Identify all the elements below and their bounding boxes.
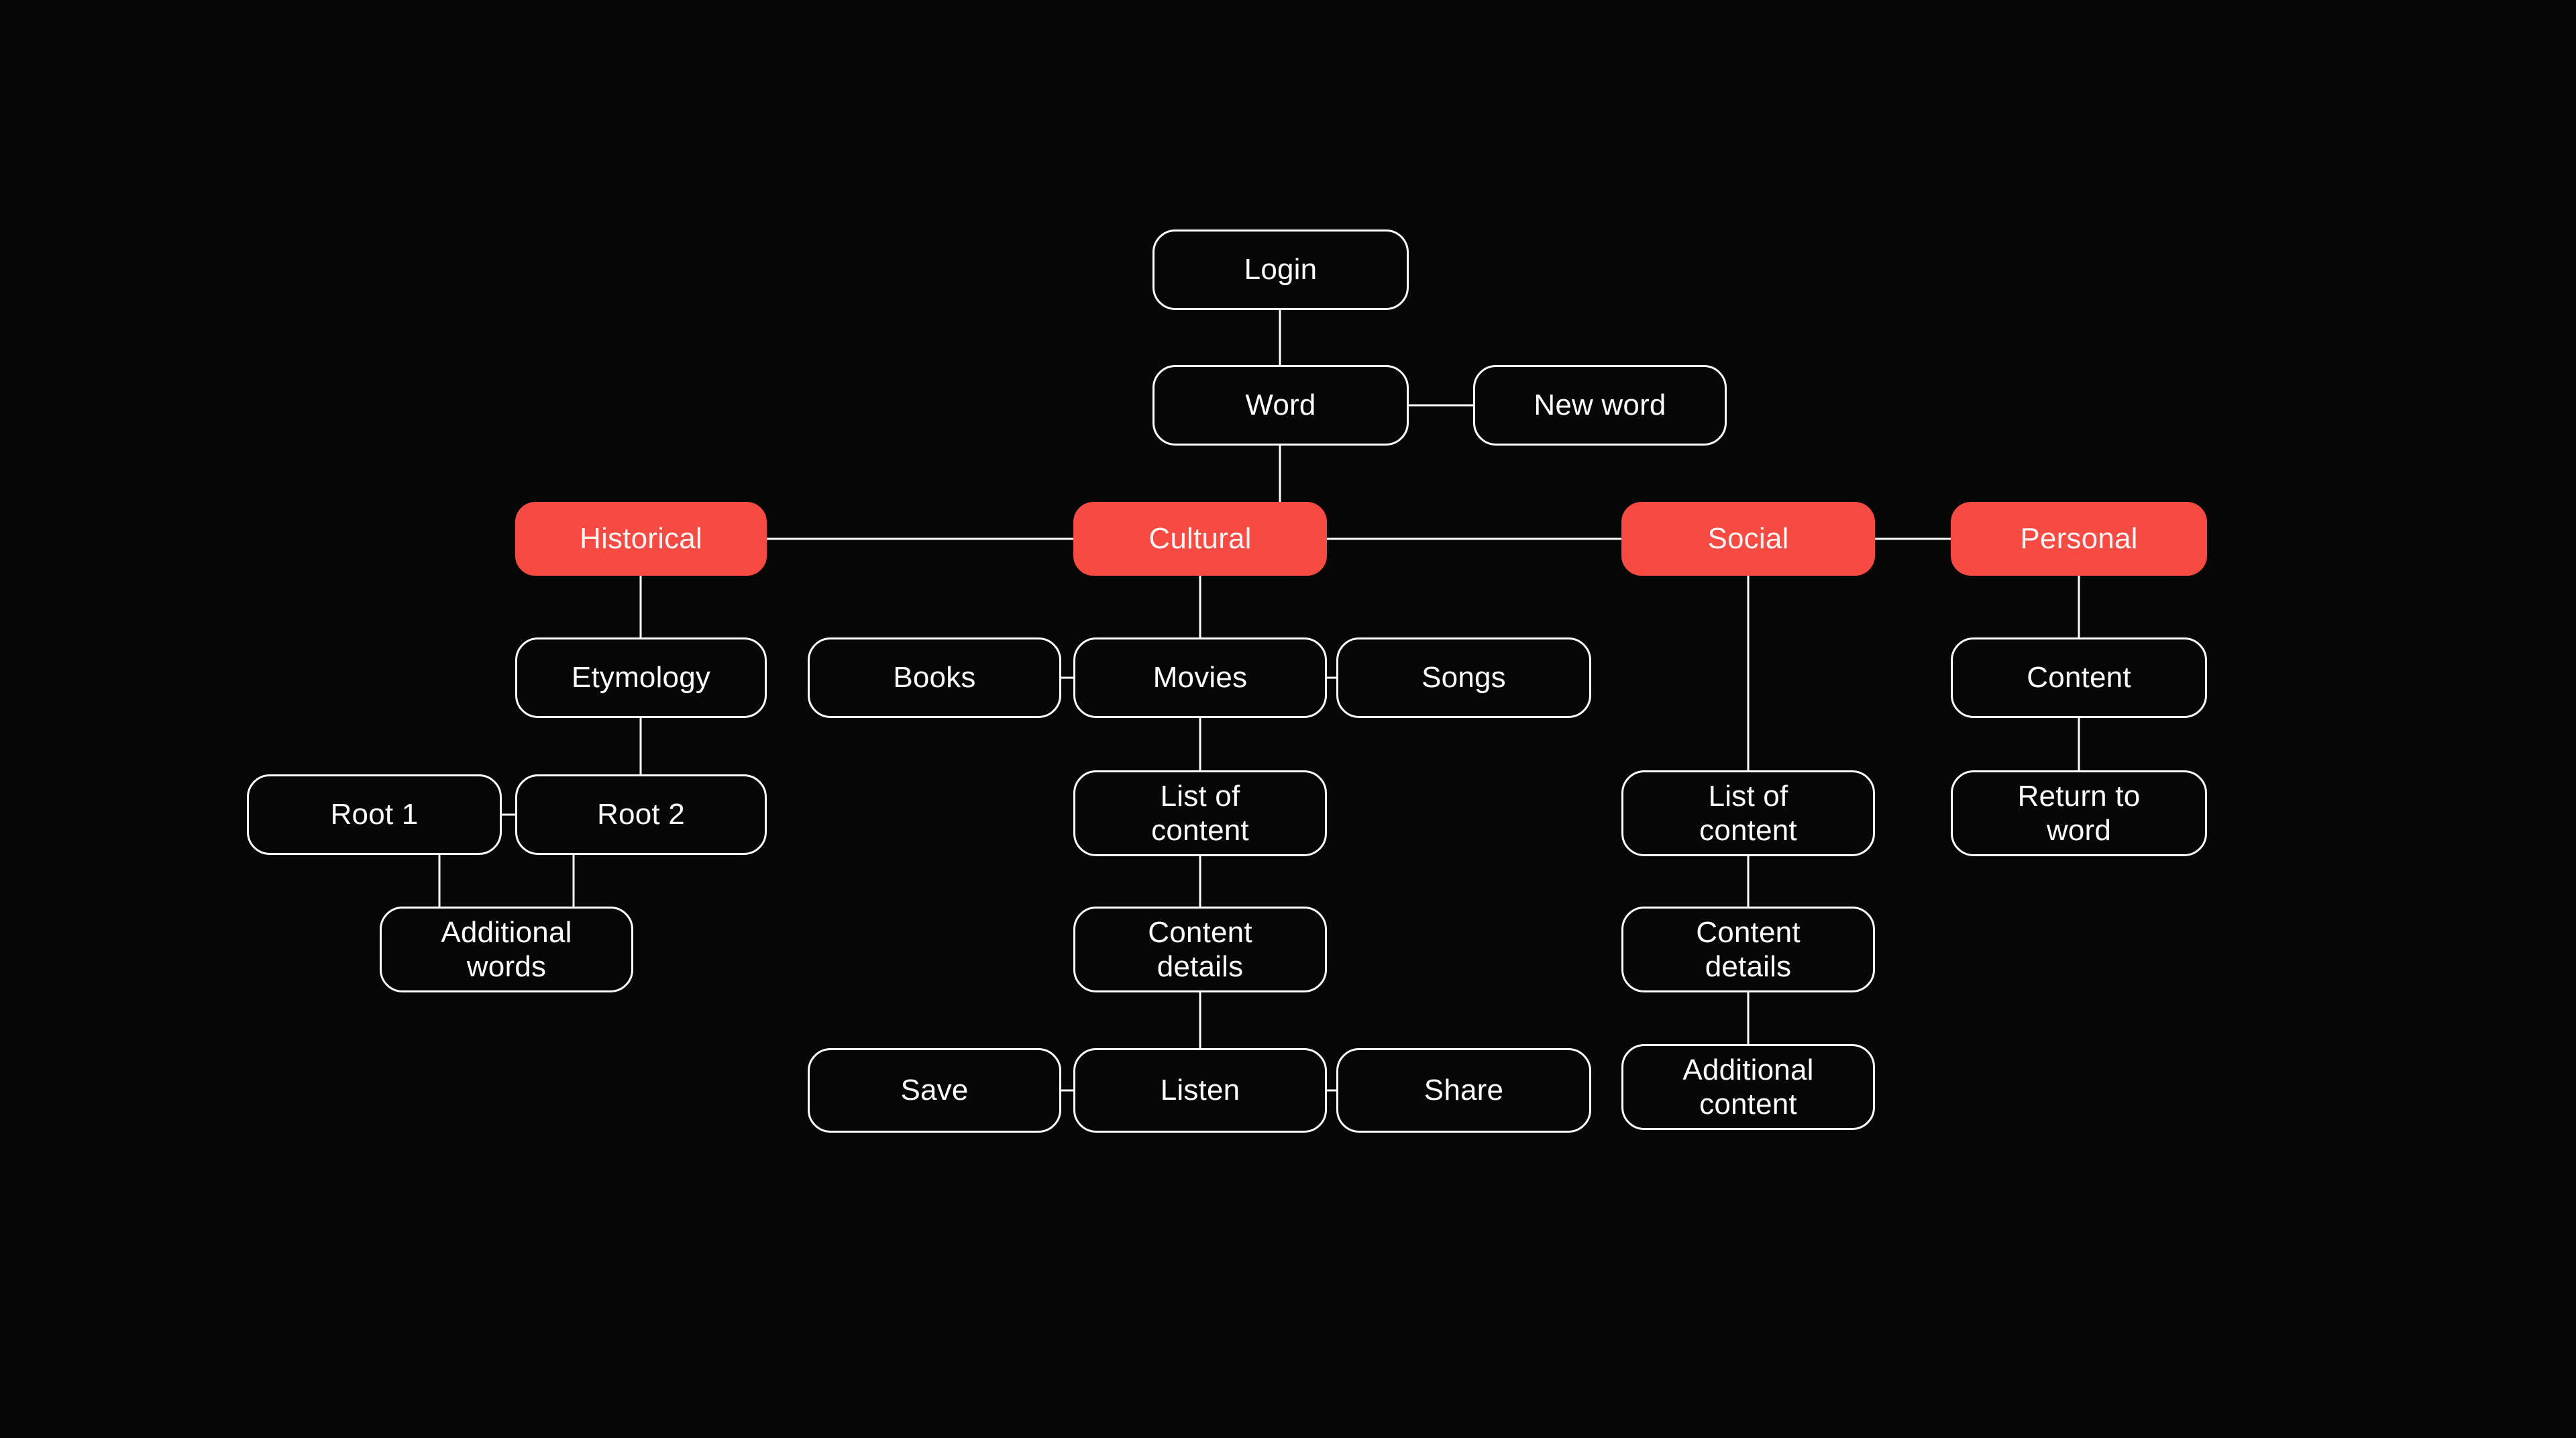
node-share[interactable]: Share xyxy=(1336,1048,1591,1133)
node-additional-words[interactable]: Additional words xyxy=(380,907,633,992)
node-personal[interactable]: Personal xyxy=(1951,502,2207,576)
node-save[interactable]: Save xyxy=(808,1048,1061,1133)
node-list-of-content-s[interactable]: List of content xyxy=(1621,770,1875,856)
node-listen[interactable]: Listen xyxy=(1073,1048,1327,1133)
node-cultural[interactable]: Cultural xyxy=(1073,502,1327,576)
node-content-personal[interactable]: Content xyxy=(1951,637,2207,718)
node-content-details-c[interactable]: Content details xyxy=(1073,907,1327,992)
node-new-word[interactable]: New word xyxy=(1473,365,1727,446)
node-movies[interactable]: Movies xyxy=(1073,637,1327,718)
node-books[interactable]: Books xyxy=(808,637,1061,718)
node-login[interactable]: Login xyxy=(1152,229,1409,310)
node-content-details-s[interactable]: Content details xyxy=(1621,907,1875,992)
node-return-to-word[interactable]: Return to word xyxy=(1951,770,2207,856)
node-root-1[interactable]: Root 1 xyxy=(247,774,502,855)
node-root-2[interactable]: Root 2 xyxy=(515,774,767,855)
node-songs[interactable]: Songs xyxy=(1336,637,1591,718)
node-historical[interactable]: Historical xyxy=(515,502,767,576)
node-list-of-content-c[interactable]: List of content xyxy=(1073,770,1327,856)
node-etymology[interactable]: Etymology xyxy=(515,637,767,718)
node-social[interactable]: Social xyxy=(1621,502,1875,576)
node-additional-content[interactable]: Additional content xyxy=(1621,1044,1875,1130)
node-word[interactable]: Word xyxy=(1152,365,1409,446)
